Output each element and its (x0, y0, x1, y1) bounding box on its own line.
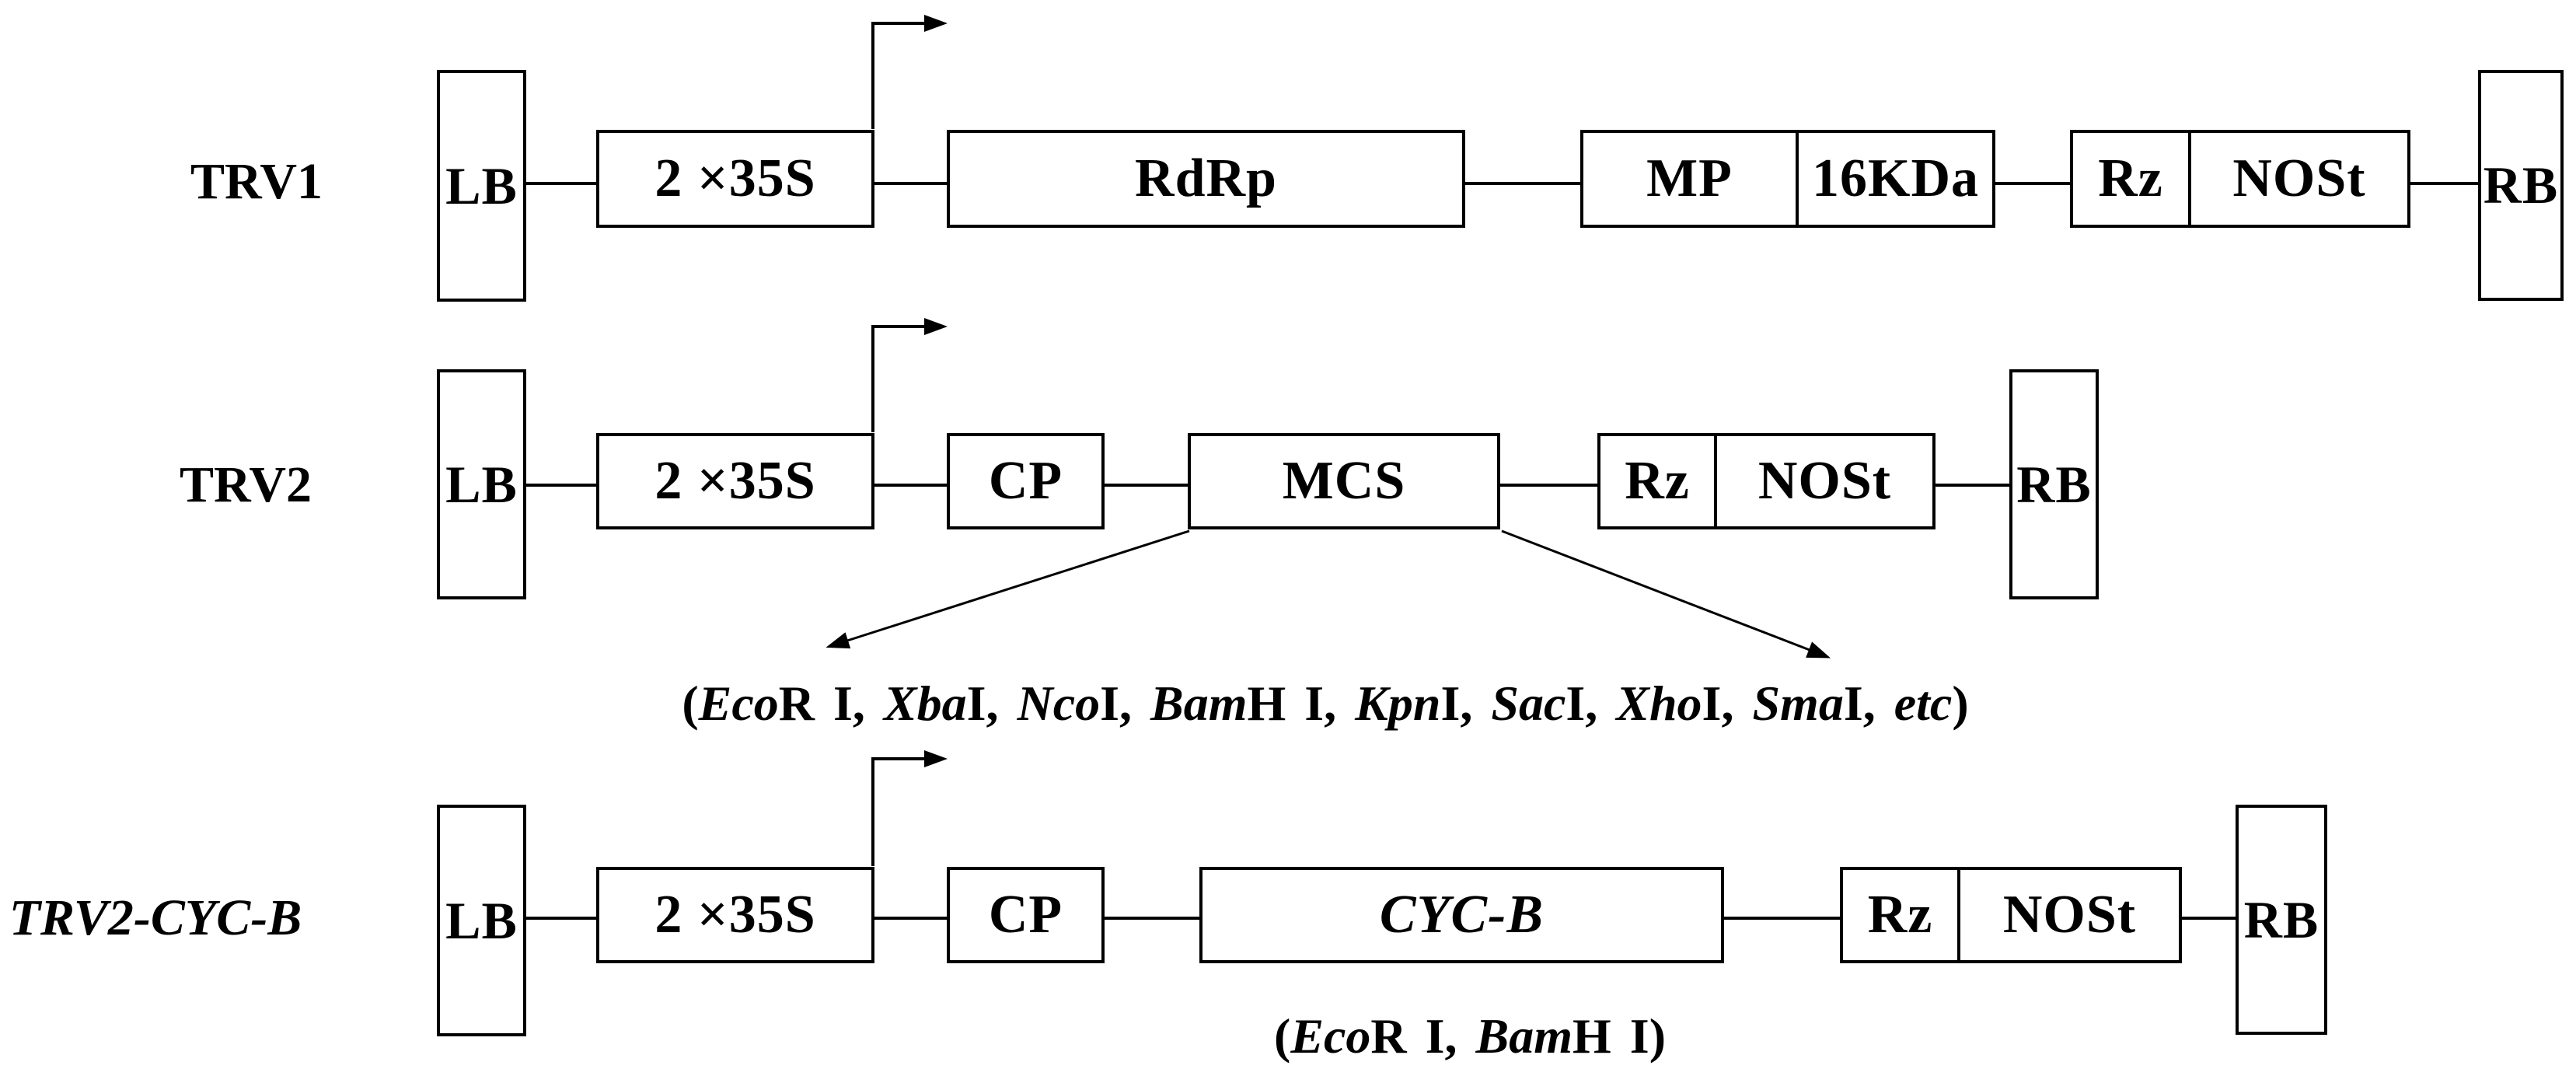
note-segment: H I) (1572, 1008, 1666, 1064)
note-segment: ( (682, 676, 699, 731)
note-segment: ( (1274, 1008, 1291, 1064)
trv1-box-rb: RB (2478, 70, 2564, 301)
trv1-box-2x35s: 2 ×35S (596, 130, 874, 228)
trv1-box-rz: Rz (2070, 130, 2191, 228)
note-segment: Bam (1475, 1008, 1572, 1064)
trv2-promoter-arrow-icon (871, 318, 948, 432)
trv1-box-nost: NOSt (2188, 130, 2410, 228)
row-label-trv1: TRV1 (190, 153, 323, 210)
trv1-box-mp: MP (1580, 130, 1799, 228)
mcs-callout-arrow-right (1501, 529, 1831, 659)
trv1-promoter-arrow-icon (871, 15, 948, 129)
note-segment: I, (1702, 676, 1753, 731)
trv2-box-rb: RB (2009, 369, 2099, 599)
row-label-trv2: TRV2 (179, 456, 312, 513)
trv2-cycb-box-rb: RB (2236, 805, 2327, 1035)
trv2-cycb-box-cp: CP (947, 867, 1105, 963)
trv2-box-lb: LB (437, 369, 526, 599)
cycb-insert-sites-note: (EcoR I, BamH I) (1081, 1008, 1859, 1065)
mcs-enzyme-list: (EcoR I, XbaI, NcoI, BamH I, KpnI, SacI,… (548, 675, 2103, 732)
mcs-callout-arrow-left (826, 529, 1190, 649)
note-segment: Sma (1752, 676, 1844, 731)
note-segment: Xba (883, 676, 967, 731)
note-segment: I, (1100, 676, 1151, 731)
trv1-box-lb: LB (437, 70, 526, 302)
trv1-box-rdrp: RdRp (947, 130, 1465, 228)
trv2-box-mcs: MCS (1188, 433, 1500, 529)
trv2-cycb-promoter-arrow-icon (871, 750, 948, 866)
note-segment: Eco (698, 676, 779, 731)
note-segment: ) (1952, 676, 1969, 731)
trv2-cycb-box-nost: NOSt (1957, 867, 2182, 963)
note-segment: I, (1843, 676, 1894, 731)
note-segment: etc (1894, 676, 1953, 731)
note-segment: I, (1565, 676, 1617, 731)
trv2-cycb-box-2x35s: 2 ×35S (596, 867, 874, 963)
trv2-box-cp: CP (947, 433, 1105, 529)
note-segment: R I, (1370, 1008, 1476, 1064)
note-segment: Nco (1017, 676, 1101, 731)
trv2-cycb-box-cycb: CYC-B (1199, 867, 1724, 963)
note-segment: I, (966, 676, 1017, 731)
note-segment: Eco (1290, 1008, 1371, 1064)
trv1-box-16kda: 16KDa (1796, 130, 1995, 228)
row-label-trv2-cyc-b: TRV2-CYC-B (9, 889, 302, 946)
note-segment: I, (1440, 676, 1492, 731)
note-segment: Sac (1491, 676, 1566, 731)
note-segment: Kpn (1355, 676, 1441, 731)
note-segment: H I, (1247, 676, 1356, 731)
note-segment: R I, (778, 676, 884, 731)
trv2-box-rz: Rz (1597, 433, 1717, 529)
trv2-cycb-box-rz: Rz (1840, 867, 1960, 963)
note-segment: Xho (1616, 676, 1702, 731)
trv2-box-nost: NOSt (1714, 433, 1935, 529)
trv2-box-2x35s: 2 ×35S (596, 433, 874, 529)
trv2-cycb-box-lb: LB (437, 805, 526, 1036)
note-segment: Bam (1150, 676, 1248, 731)
